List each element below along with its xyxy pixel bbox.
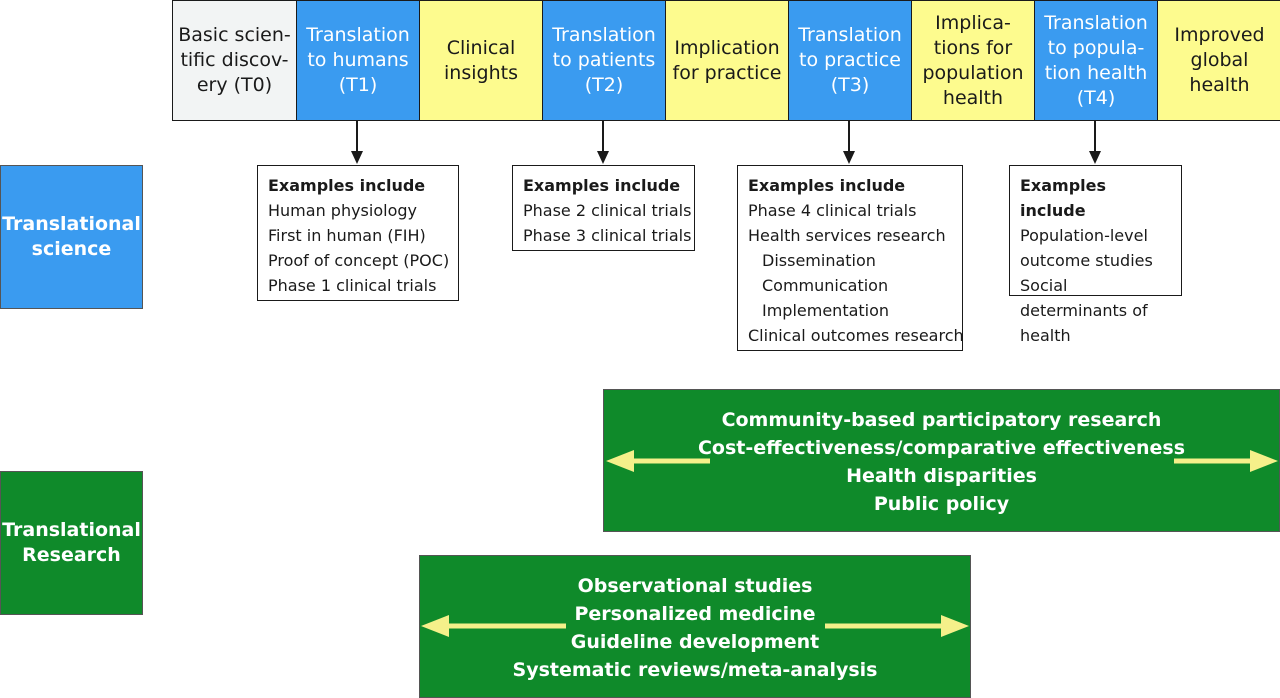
example-item: Human physiology [268, 201, 417, 220]
down-arrow-t1 [351, 121, 363, 164]
example-item: Phase 2 clinical trials [523, 201, 692, 220]
stage-t0: Basic scien- tific discov- ery (T0) [172, 0, 297, 121]
stage-improved-global-health: Improved global health [1157, 0, 1280, 121]
stage-t4: Translation to popula- tion health (T4) [1034, 0, 1158, 121]
research-lower-line: Systematic reviews/meta-analysis [512, 659, 878, 681]
translational-research-label: Translational Research [0, 471, 143, 615]
down-arrow-t4 [1089, 121, 1101, 164]
stage-t1: Translation to humans (T1) [296, 0, 420, 121]
example-item: Clinical outcomes research [748, 326, 964, 345]
example-item: Social determinants of health [1020, 276, 1148, 345]
research-lower-line: Guideline development [570, 631, 820, 653]
examples-box-t2: Examples include Phase 2 clinical trials… [512, 165, 695, 251]
right-arrow-lower [825, 615, 969, 637]
examples-box-t1: Examples include Human physiology First … [257, 165, 459, 301]
example-item: Dissemination [762, 251, 876, 270]
example-item: Phase 1 clinical trials [268, 276, 437, 295]
research-panel-upper: Community-based participatory research C… [603, 389, 1280, 532]
stage-t2: Translation to patients (T2) [542, 0, 666, 121]
research-upper-line: Cost-effectiveness/comparative effective… [697, 437, 1186, 459]
down-arrow-t2 [597, 121, 609, 164]
stage-t3: Translation to practice (T3) [788, 0, 912, 121]
stage-row: Basic scien- tific discov- ery (T0) Tran… [172, 0, 1280, 121]
examples-heading: Examples include [523, 176, 681, 195]
examples-heading: Examples include [1020, 176, 1107, 220]
research-lower-line: Observational studies [577, 575, 813, 597]
stage-population-health-implications: Implica- tions for population health [911, 0, 1035, 121]
left-arrow-upper [606, 450, 710, 472]
examples-heading: Examples include [748, 176, 906, 195]
research-upper-line: Public policy [873, 493, 1010, 515]
right-arrow-upper [1174, 450, 1278, 472]
example-item: Health services research [748, 226, 946, 245]
examples-box-t4: Examples include Population-level outcom… [1009, 165, 1182, 345]
research-upper-line: Community-based participatory research [721, 409, 1162, 431]
example-item: Phase 4 clinical trials [748, 201, 917, 220]
example-item: Phase 3 clinical trials [523, 226, 692, 245]
example-item: Population-level outcome studies [1020, 226, 1153, 270]
example-item: Proof of concept (POC) [268, 251, 450, 270]
examples-heading: Examples include [268, 176, 426, 195]
down-arrow-t3 [843, 121, 855, 164]
example-item: Communication [762, 276, 889, 295]
examples-box-t3: Examples include Phase 4 clinical trials… [737, 165, 964, 351]
stage-implication-for-practice: Implication for practice [665, 0, 789, 121]
translational-science-label: Translational science [0, 165, 143, 309]
example-item: Implementation [762, 301, 890, 320]
left-arrow-lower [421, 615, 566, 637]
example-item: First in human (FIH) [268, 226, 426, 245]
research-lower-line: Personalized medicine [574, 603, 816, 625]
research-upper-line: Health disparities [846, 465, 1037, 487]
